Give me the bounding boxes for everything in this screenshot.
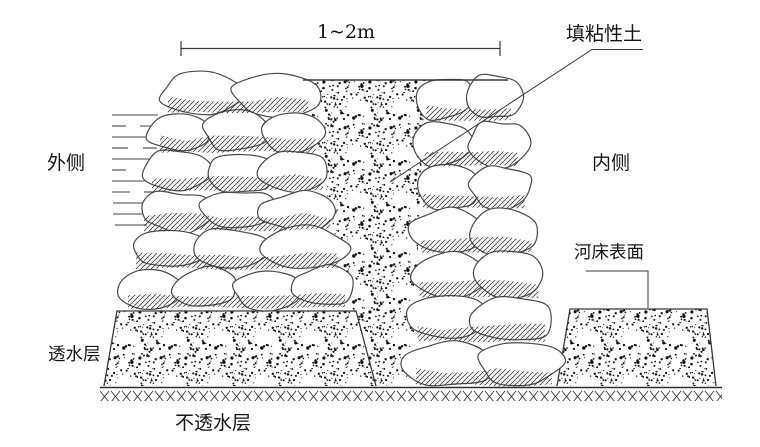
permeable-layer-left-block [104,311,376,386]
outer-side-label: 外侧 [47,152,85,174]
impermeable-layer-label: 不透水层 [175,412,251,434]
clay-core-region [305,80,425,386]
permeable-layer-right-block [557,309,716,386]
permeable-layer-blocks [103,308,717,387]
masonry-hatch-band [168,96,309,114]
masonry-hatch-band [144,212,331,232]
riverbed-surface-label: 河床表面 [574,243,644,263]
masonry-hatch-band [416,368,552,387]
riverbed-leader-line [586,270,649,308]
permeable-layer-label: 透水层 [48,345,101,365]
dimension-label: 1~2m [317,21,375,43]
masonry-hatch-band [128,293,345,309]
fill-soil-label: 填粘性土 [566,23,642,45]
permeable-layer-left-outline [103,310,377,387]
permeable-layer-right-outline [556,308,717,387]
masonry-hatch-band [421,236,532,253]
crest-width-dimension [180,41,501,56]
impermeable-layer [100,386,722,401]
masonry-hatch-band [419,279,539,298]
masonry-hatch-band [417,323,546,343]
masonry-hatch-band [136,252,338,271]
masonry-hatch-band [424,150,518,167]
impermeable-layer-hatch [100,389,722,401]
inner-side-label: 内侧 [592,152,630,174]
masonry-hatch-band [422,193,525,209]
fill-soil-leader-line [389,49,643,183]
masonry-hatch-band [152,174,323,192]
clay-core-fill [305,80,425,386]
masonry-hatch-bands [128,96,552,387]
masonry-hatch-band [160,135,316,153]
